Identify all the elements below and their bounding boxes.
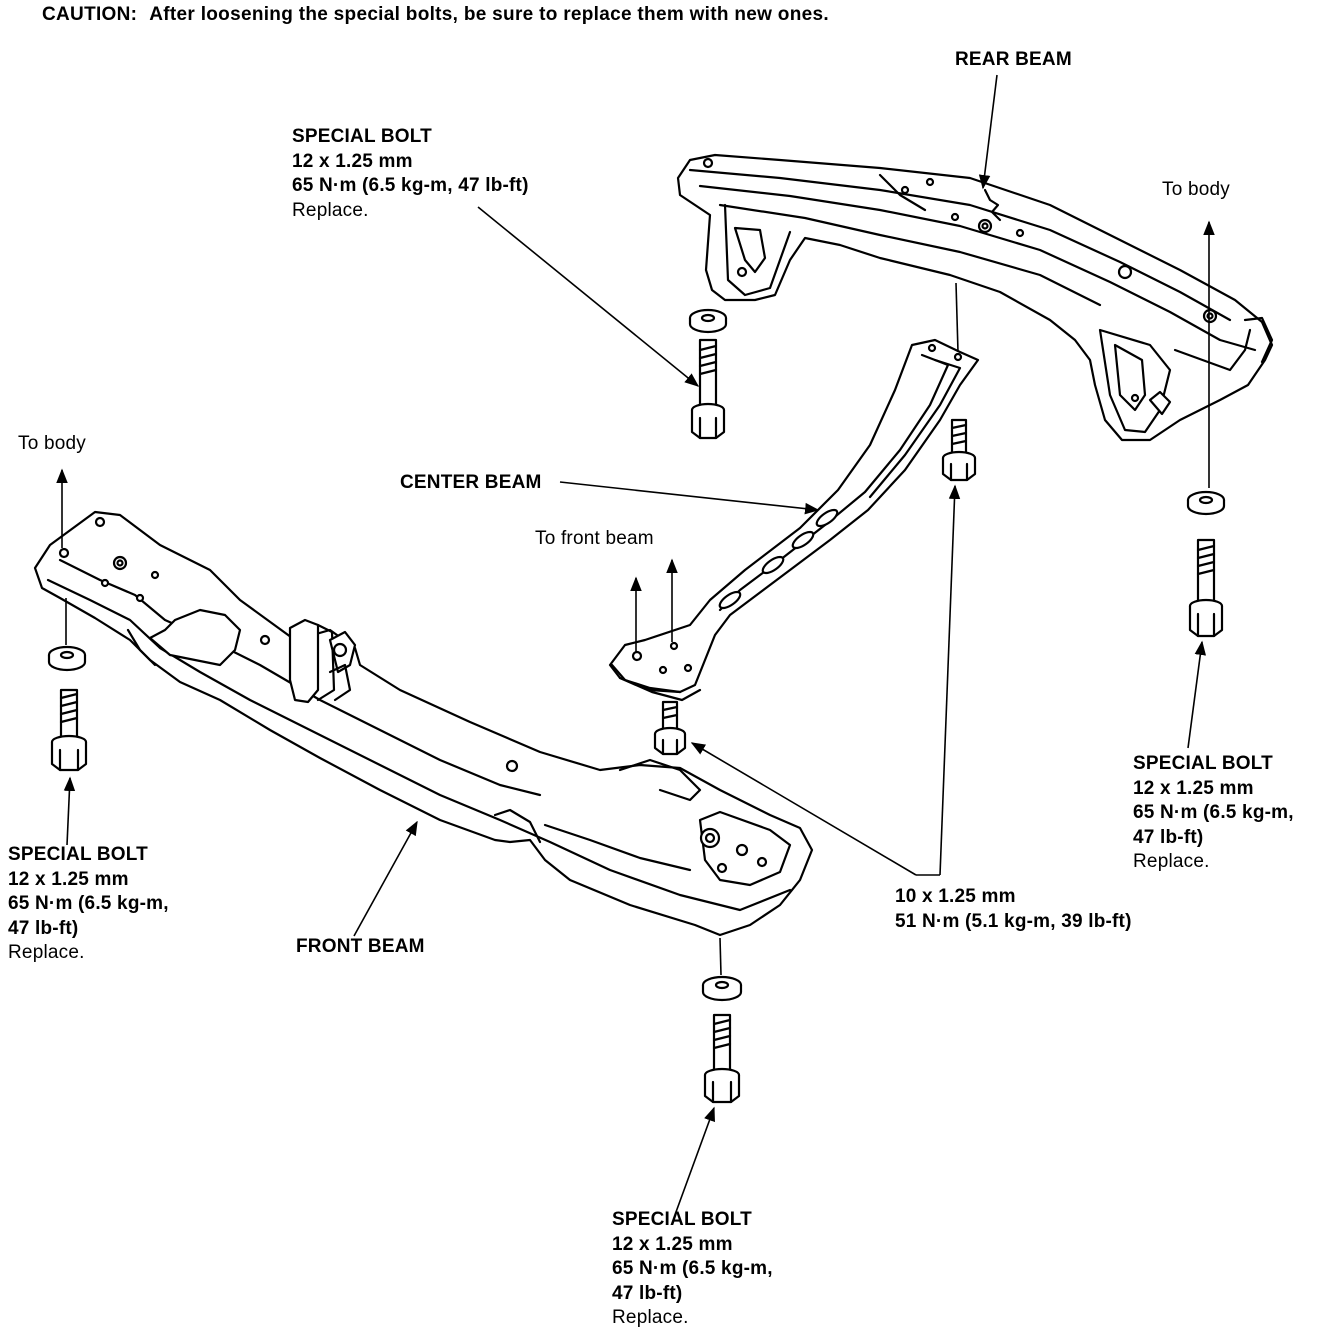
caution-line: CAUTION: After loosening the special bolt…	[42, 4, 829, 26]
front-bottom-special-bolt	[701, 975, 743, 1104]
callout-title: SPECIAL BOLT	[1133, 753, 1273, 774]
callout-torque: 65 N·m (6.5 kg-m,	[1133, 802, 1294, 823]
to-body-rear-label: To body	[1162, 179, 1230, 200]
center-front-bolt	[653, 700, 687, 756]
to-front-beam-label: To front beam	[535, 528, 654, 549]
rear-beam-drawing	[676, 153, 1274, 442]
callout-title: SPECIAL BOLT	[612, 1209, 752, 1230]
center-rear-bolt	[941, 418, 977, 482]
callout-title: SPECIAL BOLT	[8, 844, 148, 865]
callout-replace: Replace.	[1133, 851, 1210, 872]
front-beam-drawing	[33, 510, 814, 937]
callout-size: 12 x 1.25 mm	[612, 1233, 733, 1255]
callout-torque-cont: 47 lb-ft)	[1133, 826, 1204, 848]
center-beam-drawing	[608, 338, 980, 702]
caution-lead: CAUTION:	[42, 4, 138, 25]
callout-special-bolt-front-bottom: SPECIAL BOLT 12 x 1.25 mm 65 N·m (6.5 kg…	[612, 1208, 773, 1331]
callout-special-bolt-rear-right: SPECIAL BOLT 12 x 1.25 mm 65 N·m (6.5 kg…	[1133, 752, 1294, 875]
callout-torque-cont: 47 lb-ft)	[8, 917, 79, 939]
callout-size: 12 x 1.25 mm	[8, 868, 129, 890]
rear-left-special-bolt	[688, 308, 728, 440]
callout-torque: 65 N·m (6.5 kg-m, 47 lb-ft)	[292, 175, 529, 196]
front-left-special-bolt	[47, 645, 88, 772]
callout-size: 10 x 1.25 mm	[895, 886, 1016, 907]
callout-torque: 65 N·m (6.5 kg-m,	[612, 1258, 773, 1279]
callout-torque: 65 N·m (6.5 kg-m,	[8, 893, 169, 914]
callout-replace: Replace.	[292, 199, 369, 221]
rear-right-special-bolt	[1186, 490, 1226, 638]
callout-torque: 51 N·m (5.1 kg-m, 39 lb-ft)	[895, 910, 1132, 932]
callout-torque-cont: 47 lb-ft)	[612, 1282, 683, 1304]
callout-replace: Replace.	[612, 1307, 689, 1328]
callout-title: SPECIAL BOLT	[292, 126, 432, 147]
center-beam-label: CENTER BEAM	[400, 472, 542, 493]
rear-beam-label: REAR BEAM	[955, 49, 1072, 70]
front-beam-label: FRONT BEAM	[296, 936, 425, 957]
caution-text: After loosening the special bolts, be su…	[149, 4, 829, 25]
callout-replace: Replace.	[8, 942, 85, 963]
center-beam-body	[608, 338, 980, 694]
callout-size: 12 x 1.25 mm	[1133, 777, 1254, 799]
to-body-front-label: To body	[18, 433, 86, 454]
callout-center-bolts: 10 x 1.25 mm 51 N·m (5.1 kg-m, 39 lb-ft)	[895, 885, 1132, 934]
callout-size: 12 x 1.25 mm	[292, 150, 413, 172]
callout-special-bolt-rear-left: SPECIAL BOLT 12 x 1.25 mm 65 N·m (6.5 kg…	[292, 125, 529, 223]
callout-special-bolt-front-left: SPECIAL BOLT 12 x 1.25 mm 65 N·m (6.5 kg…	[8, 843, 169, 966]
